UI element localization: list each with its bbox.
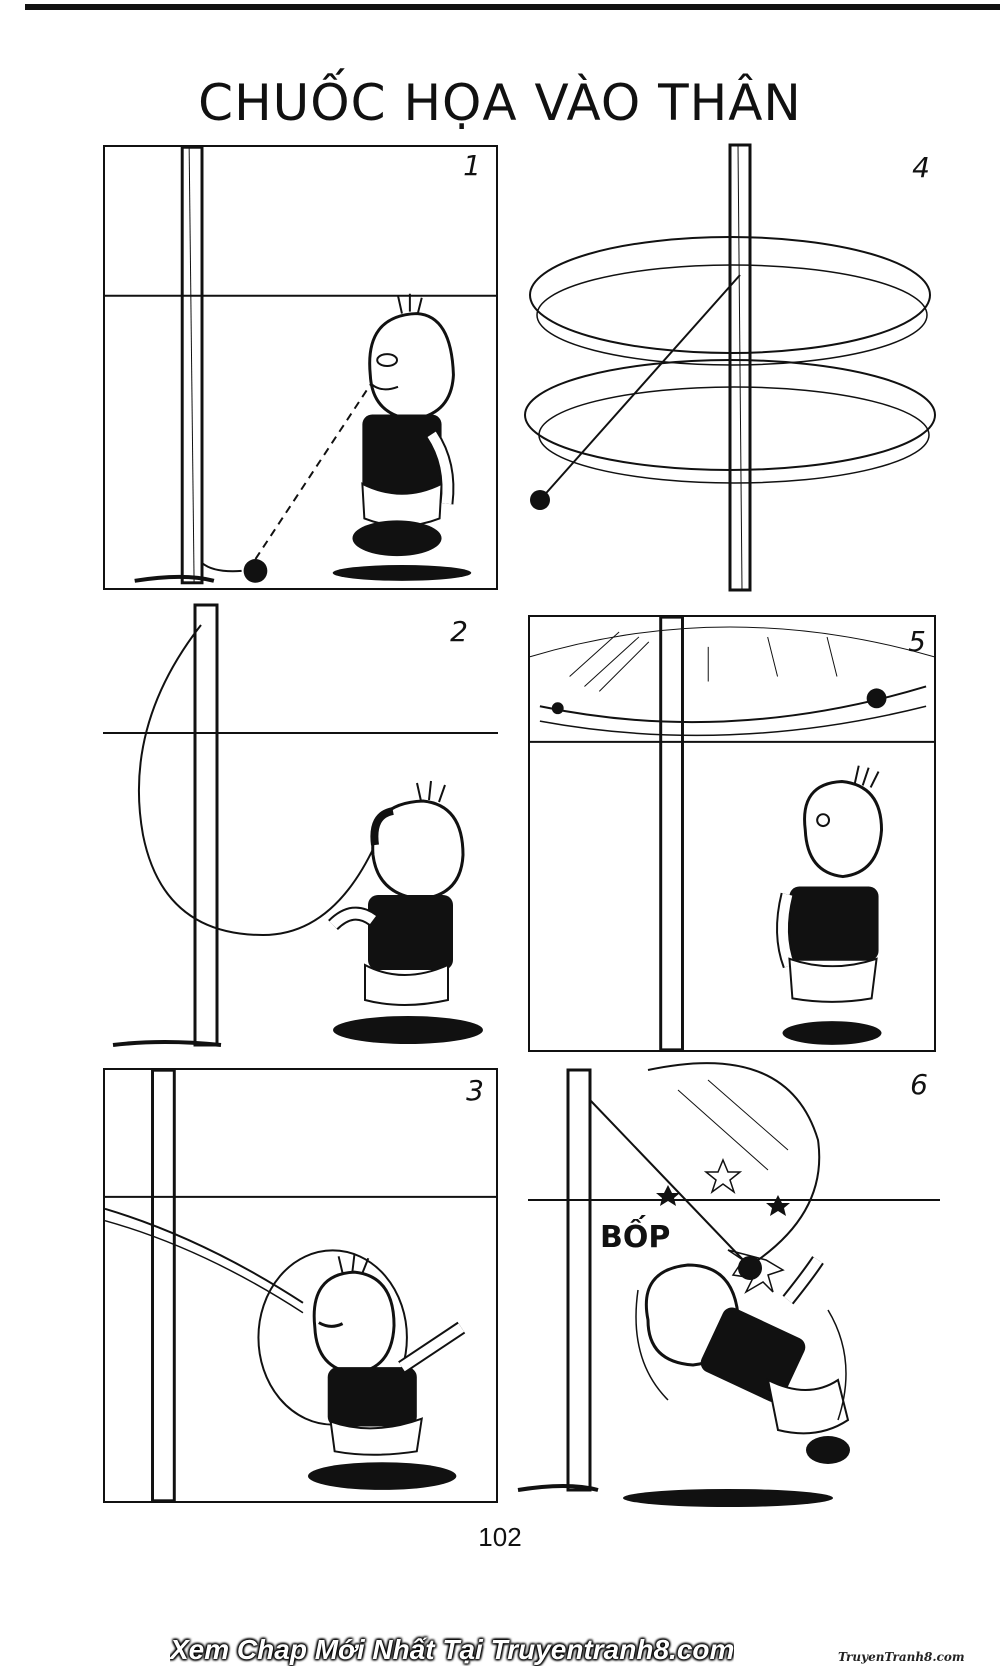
sound-effect-text: BỐP bbox=[600, 1220, 671, 1255]
comic-panel-4: 4 bbox=[520, 143, 940, 592]
panel-3-art bbox=[104, 1068, 496, 1503]
comic-panel-1: 1 bbox=[103, 145, 498, 590]
character-figure bbox=[328, 780, 483, 1044]
comic-panel-3: 3 bbox=[103, 1068, 498, 1503]
panel-number: 2 bbox=[450, 615, 468, 648]
panel-1-art bbox=[105, 145, 496, 585]
page-number: 102 bbox=[478, 1522, 522, 1552]
character-figure bbox=[307, 1254, 466, 1490]
brand-logo-text: TruyenTranh8.com bbox=[838, 1650, 965, 1664]
panel-number: 5 bbox=[908, 625, 926, 658]
top-rule bbox=[25, 4, 1000, 10]
comic-panel-6: 6 BỐP bbox=[517, 1060, 940, 1510]
comic-panel-2: 2 bbox=[103, 603, 498, 1065]
character-figure bbox=[635, 1256, 850, 1464]
panel-6-art bbox=[517, 1062, 940, 1507]
panel-5-art bbox=[529, 615, 935, 1052]
panel-number: 4 bbox=[912, 151, 930, 184]
panel-number: 3 bbox=[466, 1074, 484, 1107]
page-title: CHUỐC HỌA VÀO THÂN bbox=[198, 74, 802, 132]
panel-number: 1 bbox=[463, 149, 481, 182]
comic-panel-5: 5 bbox=[528, 615, 936, 1052]
panel-2-art bbox=[103, 603, 498, 1047]
panel-4-art bbox=[524, 143, 936, 592]
character-figure bbox=[332, 293, 472, 581]
panel-number: 6 bbox=[910, 1068, 928, 1101]
watermark-text: Xem Chap Mới Nhất Tại Truyentranh8.com bbox=[170, 1634, 735, 1665]
character-figure bbox=[776, 765, 884, 1045]
